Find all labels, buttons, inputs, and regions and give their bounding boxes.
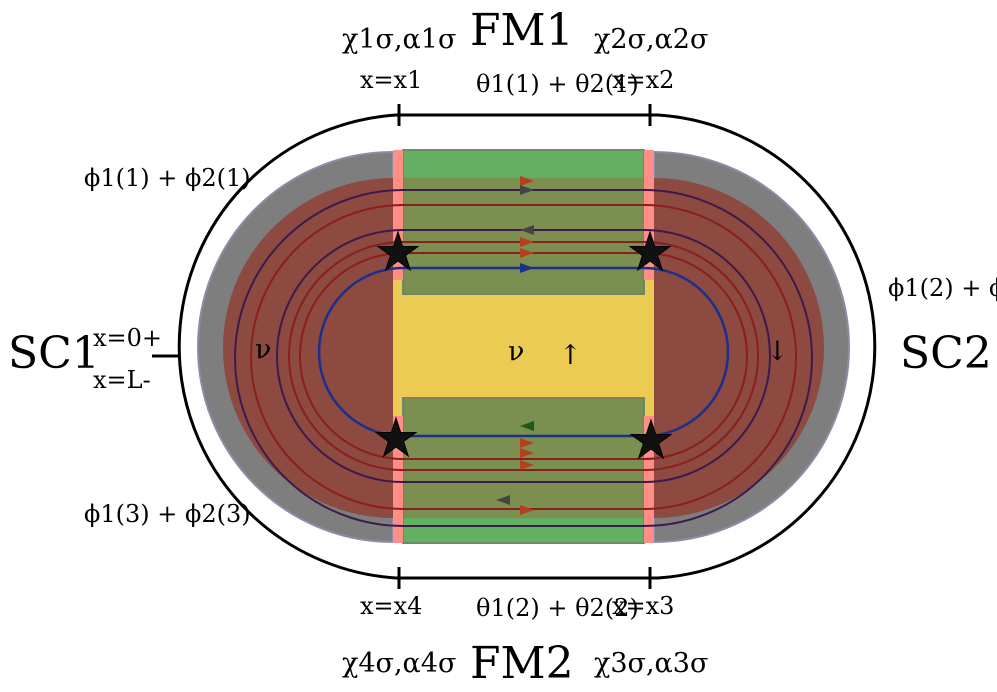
edge-loop-4	[288, 241, 759, 471]
edge-loop-5	[299, 252, 748, 460]
star-top-right	[628, 230, 672, 272]
arrow-right-1	[520, 176, 534, 186]
star-top-left	[376, 230, 420, 272]
star-bottom-right	[629, 418, 673, 460]
chi-alpha-4-label: χ4σ,α4σ	[342, 648, 456, 679]
edge-loop-2	[250, 204, 797, 510]
phi-1-label: ϕ1(1) + ϕ2(1)	[84, 164, 251, 192]
nu-left-label: ν	[255, 334, 271, 365]
arrow-right-2	[520, 185, 534, 195]
chi-alpha-3-label: χ3σ,α3σ	[594, 648, 708, 679]
spin-up-arrow: ↑	[559, 340, 582, 371]
fm1-label: FM1	[470, 5, 574, 56]
fm1-edge-overlay	[403, 178, 644, 294]
nu-center-label: ν	[508, 336, 524, 367]
theta-2-label: θ1(2) + θ2(2)	[476, 594, 639, 622]
junction-stars	[374, 230, 673, 460]
arrow-left-1	[520, 225, 534, 235]
x3-label: x=x3	[612, 592, 674, 620]
sc2-label: SC2	[900, 328, 992, 379]
arrow-right-3	[520, 237, 534, 247]
arrow-right-blue	[520, 263, 534, 273]
theta-1-label: θ1(1) + θ2(1)	[476, 70, 639, 98]
arrow-right-4	[520, 248, 534, 258]
edge-loop-3	[276, 229, 771, 483]
spin-down-arrow: ↓	[766, 336, 789, 367]
sc1-label: SC1	[8, 328, 100, 379]
phi-3-label: ϕ1(3) + ϕ2(3)	[84, 500, 251, 528]
x4-label: x=x4	[360, 592, 422, 620]
arrow-left-green	[520, 421, 534, 431]
phi-2-label: ϕ1(2) + ϕ2(2)	[888, 274, 997, 302]
arrow-right-5	[520, 438, 534, 448]
chi-alpha-2-label: χ2σ,α2σ	[594, 24, 708, 55]
star-bottom-left	[374, 416, 418, 458]
x1-label: x=x1	[360, 66, 422, 94]
arrow-right-7	[520, 460, 534, 470]
gap-bottom-right	[644, 416, 654, 543]
x2-label: x=x2	[612, 66, 674, 94]
x0-label: x=0+	[93, 324, 162, 352]
xL-label: x=L-	[93, 366, 151, 394]
arrow-left-2	[496, 495, 510, 505]
gap-top-right	[644, 150, 654, 280]
gap-top-left	[393, 150, 403, 280]
edge-arrows	[496, 176, 534, 515]
gap-bottom-left	[393, 416, 403, 543]
edge-loop-1	[234, 189, 813, 527]
arrow-right-8	[520, 505, 534, 515]
arrow-right-6	[520, 448, 534, 458]
fm2-label: FM2	[470, 638, 574, 689]
chi-alpha-1-label: χ1σ,α1σ	[342, 24, 456, 55]
